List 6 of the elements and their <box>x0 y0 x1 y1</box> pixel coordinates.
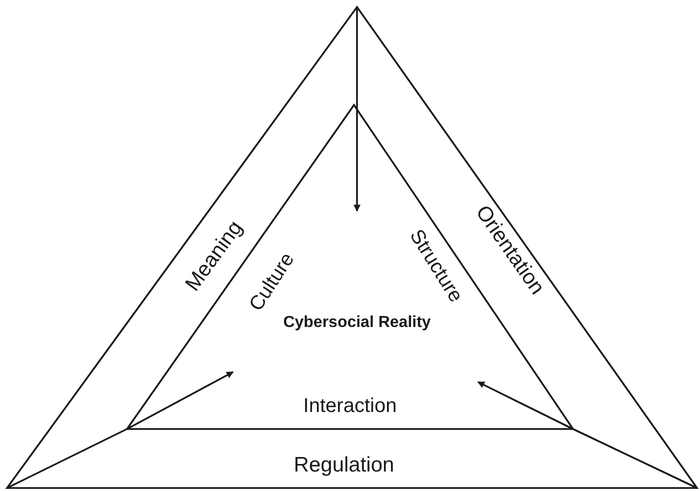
side-label: Regulation <box>294 454 394 476</box>
center-label: Cybersocial Reality <box>282 313 432 333</box>
arrow <box>477 381 698 489</box>
arrow <box>354 7 360 212</box>
arrow <box>6 371 234 489</box>
side-label: Interaction <box>303 396 397 416</box>
